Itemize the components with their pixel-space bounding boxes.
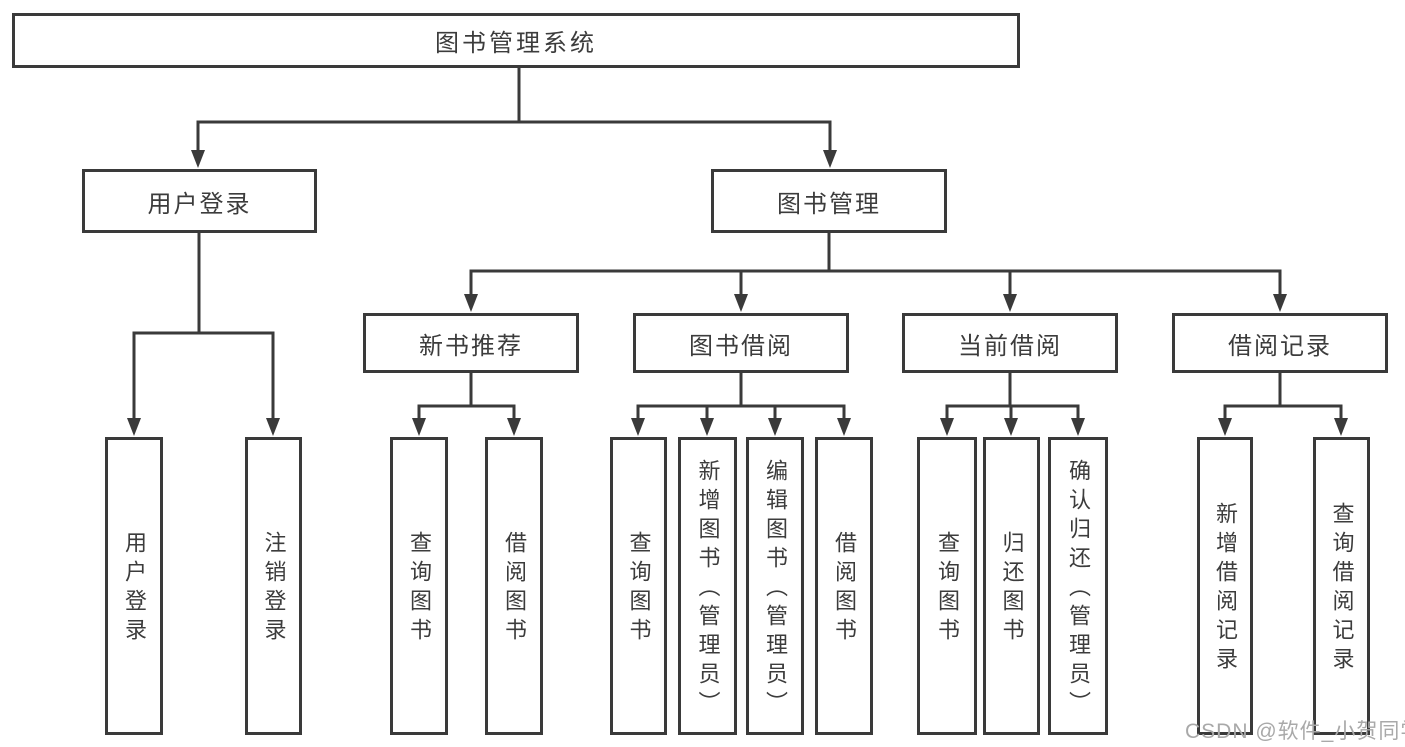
connector-borrow-record [1218, 370, 1348, 436]
leaf-user-login: 用户登录 [105, 437, 163, 735]
connector-book-management [464, 229, 1287, 312]
leaf-borrow-books-recommend: 借阅图书 [485, 437, 543, 735]
leaf-query-borrow-record: 查询借阅记录 [1313, 437, 1370, 735]
leaf-logout: 注销登录 [245, 437, 302, 735]
watermark: CSDN @软件_小贺同学 [1185, 720, 1405, 743]
leaf-confirm-return-admin: 确认归还（管理员） [1048, 437, 1108, 735]
leaf-borrow-books: 借阅图书 [815, 437, 873, 735]
connector-root [191, 64, 837, 168]
section-current-borrow: 当前借阅 [902, 313, 1118, 373]
connector-user-login [127, 229, 280, 436]
section-new-book-recommend: 新书推荐 [363, 313, 579, 373]
leaf-query-books-borrow: 查询图书 [610, 437, 667, 735]
leaf-query-books-current: 查询图书 [917, 437, 977, 735]
node-book-management: 图书管理 [711, 169, 947, 233]
leaf-add-borrow-record: 新增借阅记录 [1197, 437, 1253, 735]
leaf-query-books-recommend: 查询图书 [390, 437, 448, 735]
leaf-return-books: 归还图书 [983, 437, 1040, 735]
node-root: 图书管理系统 [12, 13, 1020, 68]
connector-current-borrow [940, 370, 1085, 436]
connector-new-book-recommend [412, 370, 521, 436]
section-book-borrow: 图书借阅 [633, 313, 849, 373]
leaf-add-books-admin: 新增图书（管理员） [678, 437, 737, 735]
leaf-edit-books-admin: 编辑图书（管理员） [746, 437, 804, 735]
section-borrow-record: 借阅记录 [1172, 313, 1388, 373]
connector-book-borrow [631, 370, 851, 436]
node-user-login: 用户登录 [82, 169, 317, 233]
